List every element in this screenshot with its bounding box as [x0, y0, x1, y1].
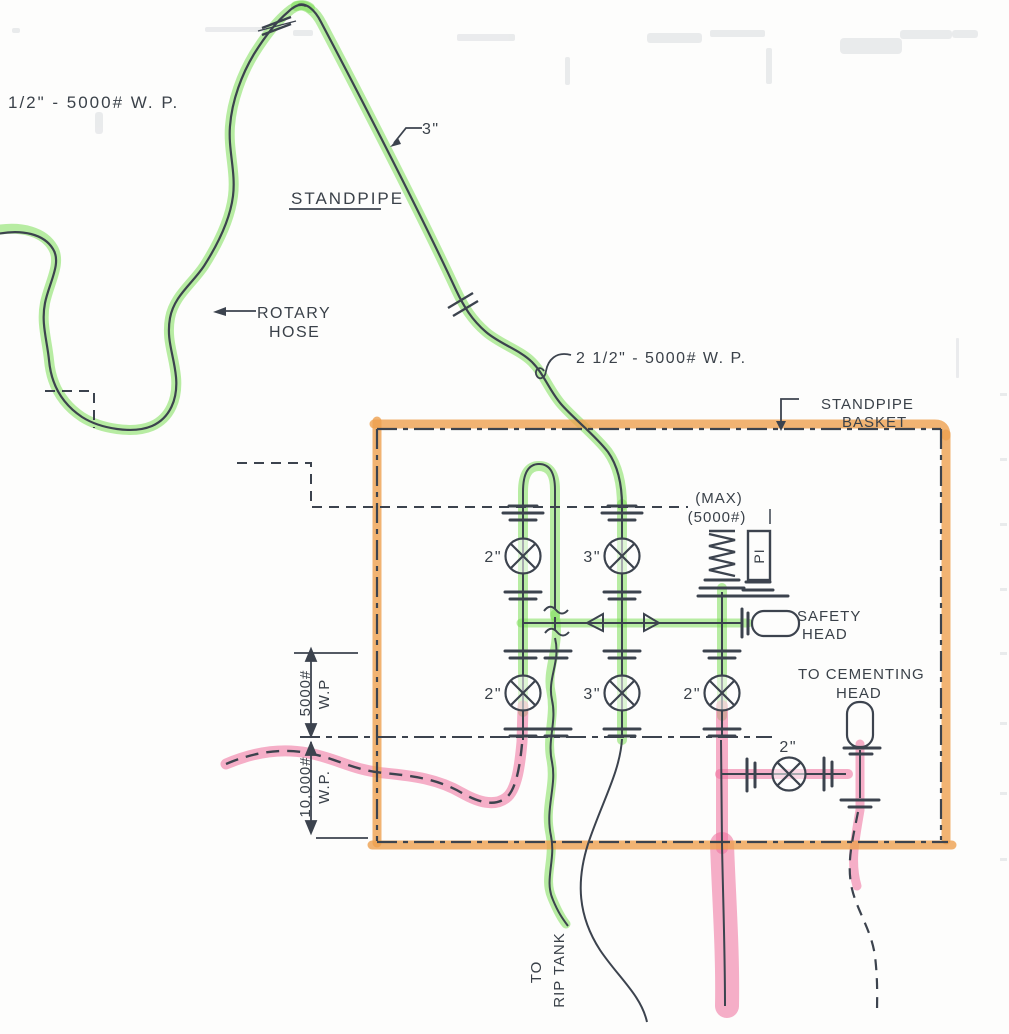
flange-right-bottom	[702, 727, 742, 738]
flange-left-lower	[503, 649, 543, 660]
flange-trip-leg-upper	[539, 649, 573, 660]
u-loop-line	[522, 462, 556, 710]
pressure-gauge-label: PI	[751, 548, 767, 563]
flange-middle-lower	[602, 649, 642, 660]
trip-tank-label-line2: RIP TANK	[551, 932, 568, 1008]
basket-label-line1: STANDPIPE	[821, 396, 914, 413]
valve-row1-mid	[603, 537, 641, 575]
standpipe-line	[297, 3, 624, 507]
relief-valve-spring	[708, 529, 736, 578]
valve-row2-right	[703, 674, 741, 712]
valve-size-cementing-branch: 2"	[779, 739, 797, 756]
standpipe-size-label: 3"	[422, 121, 440, 138]
right-column-lower-line	[720, 739, 726, 1007]
dashed-upper-manifold-line	[237, 462, 688, 508]
spec-basket-inlet-label: 2 1/2" - 5000# W. P.	[576, 350, 747, 367]
flange-trip-leg-lower	[539, 727, 573, 738]
cementing-branch-flanges	[745, 756, 834, 793]
zone-10000-label-line2: W.P.	[316, 770, 333, 804]
valve-cementing-branch	[771, 756, 807, 792]
safety-head-symbol	[740, 607, 801, 639]
zone-5000-label-line2: W.P	[316, 679, 333, 710]
trip-tank-label-line1: TO	[528, 961, 545, 984]
rotary-hose-leader	[213, 307, 256, 316]
cementing-tail-dashed	[848, 811, 879, 1017]
relief-max-label: (MAX)	[695, 490, 743, 507]
valve-row2-mid	[603, 674, 641, 712]
pressure-gauge: PI	[746, 509, 772, 582]
trip-tank-line-highlight	[543, 609, 571, 929]
kill-line	[225, 743, 524, 804]
spec-top-left-label: 1/2" - 5000# W. P.	[8, 93, 179, 112]
relief-rating-label: (5000#)	[688, 509, 747, 526]
rotary-hose-line	[0, 3, 307, 431]
pipe-break-tildes	[543, 605, 570, 637]
safety-head-label-line1: SAFETY	[797, 608, 861, 625]
cementing-head-label-line1: TO CEMENTING	[798, 666, 925, 683]
orange-highlighter-basket-border	[367, 416, 957, 850]
relief-assembly-base	[696, 578, 790, 598]
zone-10000-label-line1: 10,000#	[297, 756, 314, 817]
valve-size-row2-left: 2"	[484, 686, 502, 703]
dashed-stub-left	[45, 390, 95, 428]
basket-label-leader	[776, 398, 799, 431]
zone-5000-label-line1: 5000#	[297, 670, 314, 717]
basket-inlet-leader	[535, 353, 572, 380]
cementing-head-label-line2: HEAD	[836, 685, 882, 702]
flange-stack-middle-top	[600, 504, 644, 522]
flow-direction-arrows	[584, 612, 662, 633]
flange-right-upper	[702, 649, 742, 660]
standpipe-break-symbol	[447, 291, 479, 318]
valve-row1-left	[504, 537, 542, 575]
rotary-hose-label-line1: ROTARY	[257, 305, 331, 322]
flange-left-mid	[503, 590, 543, 601]
valve-size-row2-mid: 3"	[583, 686, 601, 703]
valve-row2-left	[504, 674, 542, 712]
basket-label-line2: BASKET	[842, 414, 907, 431]
hose-break-symbol	[257, 15, 297, 37]
middle-column-tail-line	[579, 738, 648, 1023]
standpipe-size-leader	[390, 127, 422, 147]
rotary-hose-label-line2: HOSE	[269, 324, 320, 341]
standpipe-label: STANDPIPE	[291, 189, 404, 208]
valve-size-row1-mid: 3"	[583, 549, 601, 566]
standpipe-highlight	[291, 0, 627, 511]
rotary-hose-highlight	[0, 0, 315, 435]
pressure-zone-dimension	[294, 646, 368, 839]
trip-tank-line	[548, 637, 569, 927]
valve-size-row2-right: 2"	[683, 686, 701, 703]
valve-size-row1-left: 2"	[484, 549, 502, 566]
flange-middle-bottom	[602, 727, 642, 738]
scan-artifacts	[12, 27, 1007, 861]
flange-middle-mid	[602, 590, 642, 601]
flange-left-bottom	[503, 727, 543, 738]
safety-head-label-line2: HEAD	[802, 626, 848, 643]
cementing-head-symbol	[839, 700, 882, 809]
flange-stack-left-top	[501, 504, 545, 522]
